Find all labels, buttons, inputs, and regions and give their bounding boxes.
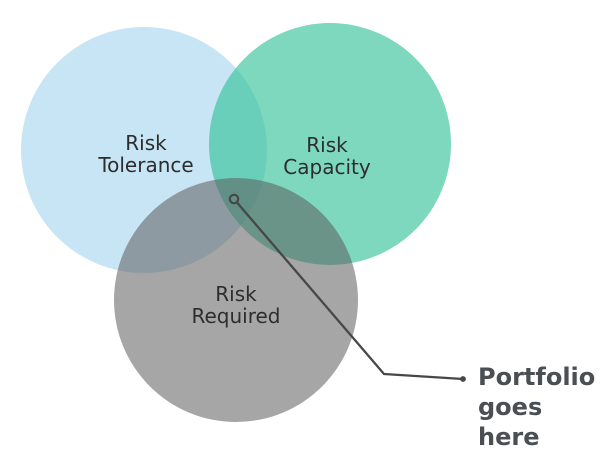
portfolio-annotation-line2: goes (478, 393, 542, 421)
risk-required-label-line1: Risk (215, 282, 257, 306)
leader-line (235, 201, 465, 381)
risk-required-label-line2: Required (191, 304, 280, 328)
portfolio-annotation-line3: here (478, 423, 539, 451)
risk-capacity-label-line2: Capacity (283, 155, 371, 179)
risk-capacity-label-line1: Risk (306, 133, 348, 157)
risk-tolerance-label-line2: Tolerance (97, 153, 193, 177)
leader-end-dot-icon (460, 376, 466, 382)
risk-tolerance-label-line1: Risk (125, 131, 167, 155)
portfolio-point-marker-icon (228, 193, 240, 205)
portfolio-annotation-line1: Portfolio (478, 363, 595, 391)
circle-risk-required (114, 178, 358, 422)
